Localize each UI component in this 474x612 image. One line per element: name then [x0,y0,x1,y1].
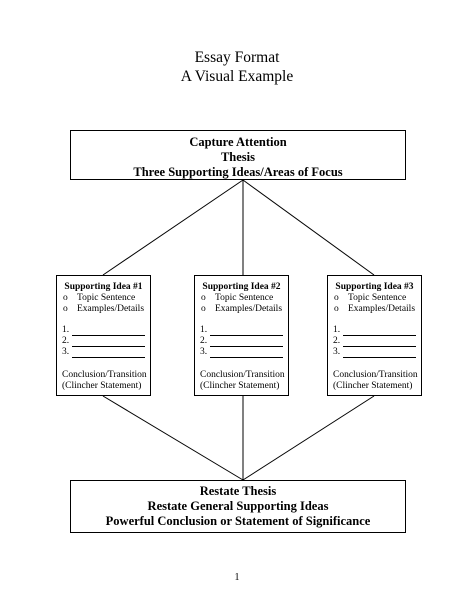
connector-bottom-left [102,395,244,481]
introduction-box: Capture Attention Thesis Three Supportin… [70,130,406,180]
idea-bullet: Examples/Details [348,304,416,314]
line-number: 2. [62,336,70,346]
idea-bullet: Topic Sentence [215,293,274,303]
line-number: 3. [62,347,70,357]
line-number: 1. [62,325,70,335]
idea-clincher: (Clincher Statement) [333,381,413,391]
connector-top-left [102,179,244,276]
blank-line [72,347,145,358]
blank-line [343,325,416,336]
conclusion-line-1: Restate Thesis [199,484,277,498]
idea-conclusion: Conclusion/Transition [200,370,285,380]
idea-conclusion: Conclusion/Transition [333,370,418,380]
blank-line [210,347,283,358]
idea-bullet: Topic Sentence [348,293,407,303]
bullet-icon: o [334,304,339,314]
line-number: 1. [333,325,341,335]
bullet-icon: o [201,304,206,314]
idea-heading: Supporting Idea #3 [335,282,414,292]
idea-bullet: Examples/Details [215,304,283,314]
blank-line [72,336,145,347]
blank-line [72,325,145,336]
idea-clincher: (Clincher Statement) [200,381,280,391]
intro-line-2: Thesis [220,150,256,164]
connector-top-right [242,179,375,276]
intro-line-3: Three Supporting Ideas/Areas of Focus [133,165,343,179]
idea-bullet: Examples/Details [77,304,145,314]
title-line-1: Essay Format [194,49,280,66]
line-number: 2. [333,336,341,346]
title-line-2: A Visual Example [180,68,294,85]
blank-line [343,347,416,358]
page-number: 1 [234,572,240,583]
blank-line [210,336,283,347]
line-number: 2. [200,336,208,346]
intro-line-1: Capture Attention [189,135,287,149]
idea-heading: Supporting Idea #2 [202,282,281,292]
connector-bottom-right [242,395,375,481]
idea-clincher: (Clincher Statement) [62,381,142,391]
line-number: 3. [333,347,341,357]
idea-bullet: Topic Sentence [77,293,136,303]
line-number: 3. [200,347,208,357]
idea-conclusion: Conclusion/Transition [62,370,147,380]
idea-heading: Supporting Idea #1 [64,282,143,292]
bullet-icon: o [63,293,68,303]
blank-line [343,336,416,347]
line-number: 1. [200,325,208,335]
bullet-icon: o [63,304,68,314]
conclusion-box: Restate Thesis Restate General Supportin… [70,480,406,533]
conclusion-line-2: Restate General Supporting Ideas [147,499,329,513]
bullet-icon: o [334,293,339,303]
bullet-icon: o [201,293,206,303]
conclusion-line-3: Powerful Conclusion or Statement of Sign… [105,514,371,528]
blank-line [210,325,283,336]
